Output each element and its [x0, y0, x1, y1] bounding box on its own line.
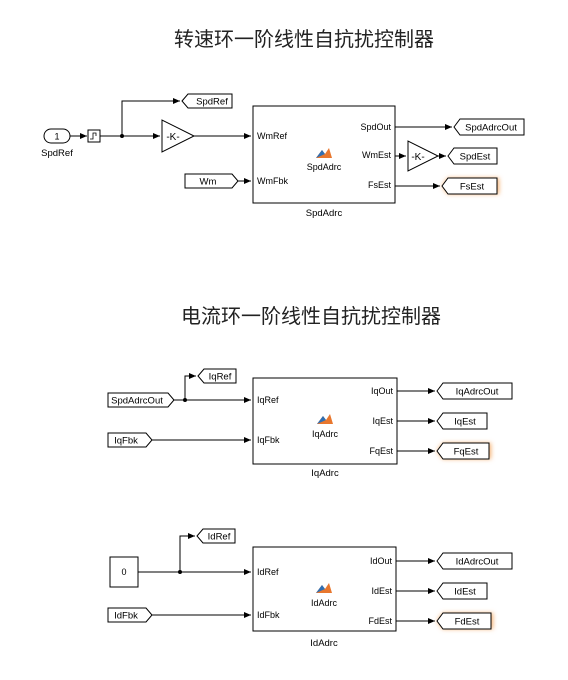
block-name: SpdAdrc [306, 208, 343, 219]
inport-spdref[interactable]: 1 [43, 128, 71, 144]
goto-iqref[interactable]: IqRef [197, 368, 237, 384]
goto-label: FqEst [454, 447, 479, 458]
gain-label: -K- [166, 132, 179, 143]
goto-label: SpdRef [196, 97, 228, 108]
gain-block-2[interactable]: -K- [407, 140, 440, 172]
gain-label: -K- [411, 152, 424, 163]
port-idout: IdOut [370, 556, 393, 566]
gain-block-1[interactable]: -K- [161, 119, 196, 153]
from-label: Wm [200, 177, 217, 188]
constant-value: 0 [121, 567, 126, 577]
section1-title: 转速环一阶线性自抗扰控制器 [174, 27, 434, 51]
section2-title: 电流环一阶线性自抗扰控制器 [181, 304, 441, 328]
wire [179, 533, 195, 572]
goto-idadrcout[interactable]: IdAdrcOut [436, 552, 513, 570]
iqadrc-block[interactable]: IqRef IqFbk IqOut IqEst FqEst IqAdrc [252, 377, 398, 465]
rate-transition-block[interactable] [87, 129, 101, 143]
goto-label: IqEst [454, 417, 476, 428]
port-fdest: FdEst [368, 616, 392, 626]
matlab-function-icon [316, 583, 332, 593]
goto-label: SpdAdrcOut [465, 123, 517, 134]
goto-spdref[interactable]: SpdRef [181, 93, 233, 109]
block-name: IqAdrc [311, 468, 339, 479]
spdadrc-block[interactable]: WmRef WmFbk SpdOut WmEst FsEst SpdAdrc [252, 105, 396, 204]
goto-label: SpdEst [460, 152, 491, 163]
goto-label: FsEst [460, 182, 485, 193]
port-fqest: FqEst [369, 446, 393, 456]
goto-idref[interactable]: IdRef [196, 528, 236, 544]
from-idfbk[interactable]: IdFbk [107, 607, 153, 623]
port-fsest: FsEst [368, 180, 392, 190]
from-wm[interactable]: Wm [184, 173, 239, 189]
goto-fsest[interactable]: FsEst [441, 177, 499, 195]
goto-idest[interactable]: IdEst [436, 582, 488, 600]
block-center-label: IqAdrc [312, 429, 339, 439]
from-iqfbk[interactable]: IqFbk [107, 432, 153, 448]
block-center-label: SpdAdrc [307, 162, 342, 172]
port-idfbk: IdFbk [257, 610, 280, 620]
matlab-function-icon [317, 414, 333, 424]
from-label: SpdAdrcOut [111, 396, 163, 407]
wire [184, 373, 196, 400]
goto-label: IqRef [209, 372, 232, 383]
step-icon [90, 132, 97, 140]
wire [121, 98, 180, 136]
goto-label: IqAdrcOut [456, 387, 499, 398]
port-idest: IdEst [371, 586, 392, 596]
goto-label: FdEst [455, 617, 480, 628]
matlab-function-icon [316, 148, 332, 158]
idadrc-block[interactable]: IdRef IdFbk IdOut IdEst FdEst IdAdrc [252, 546, 397, 632]
goto-spdadrcout[interactable]: SpdAdrcOut [453, 118, 525, 136]
port-spdout: SpdOut [360, 122, 391, 132]
port-iqout: IqOut [371, 386, 394, 396]
goto-iqest[interactable]: IqEst [436, 412, 488, 430]
goto-spdest[interactable]: SpdEst [447, 147, 498, 165]
port-iqfbk: IqFbk [257, 435, 280, 445]
block-name: IdAdrc [310, 638, 338, 649]
port-iqref: IqRef [257, 395, 279, 405]
goto-fqest[interactable]: FqEst [436, 442, 491, 460]
goto-fdest[interactable]: FdEst [436, 612, 493, 630]
from-spdadrcout[interactable]: SpdAdrcOut [107, 392, 175, 408]
port-wmref: WmRef [257, 131, 287, 141]
constant-block[interactable]: 0 [109, 556, 139, 588]
from-label: IdFbk [114, 611, 138, 622]
goto-label: IdAdrcOut [456, 557, 499, 568]
goto-iqadrcout[interactable]: IqAdrcOut [436, 382, 513, 400]
goto-label: IdRef [208, 532, 231, 543]
inport-number: 1 [54, 132, 59, 142]
port-wmfbk: WmFbk [257, 176, 288, 186]
inport-name: SpdRef [41, 148, 73, 159]
port-idref: IdRef [257, 567, 279, 577]
port-iqest: IqEst [372, 416, 393, 426]
from-label: IqFbk [114, 436, 138, 447]
block-center-label: IdAdrc [311, 598, 338, 608]
port-wmest: WmEst [362, 150, 391, 160]
goto-label: IdEst [454, 587, 476, 598]
